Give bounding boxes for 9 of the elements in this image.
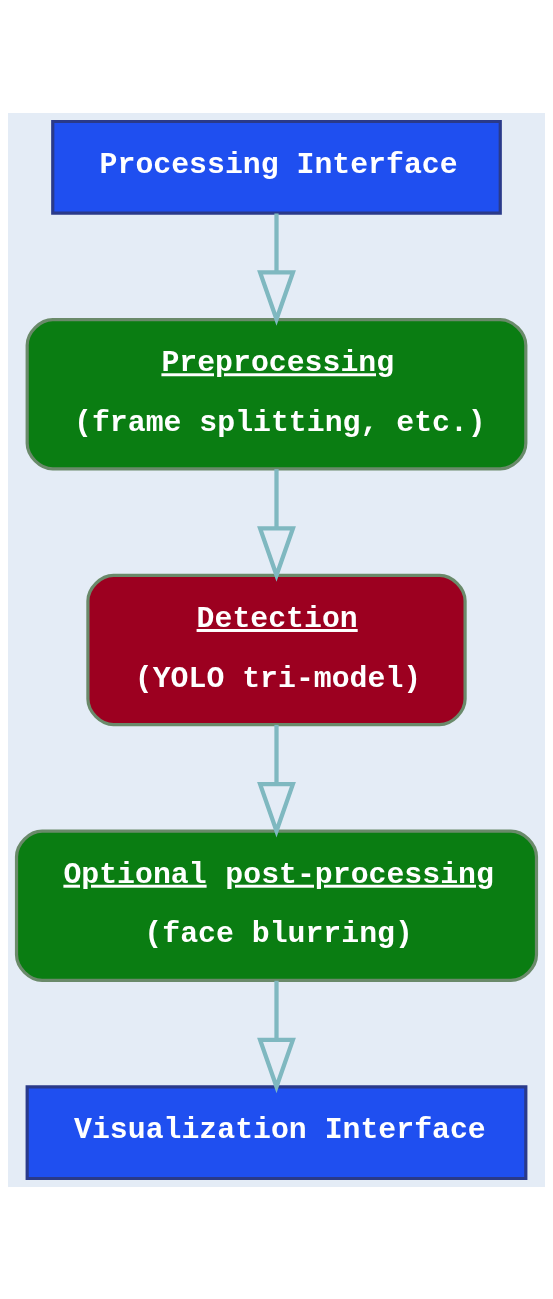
node-box: Visualization Interface — [25, 1084, 528, 1180]
arrow — [257, 212, 296, 326]
arrow — [257, 468, 296, 582]
node-box: Detection (YOLO tri-model) — [86, 573, 467, 726]
node-box: Optional post-processing (face blurring) — [14, 829, 539, 982]
node-box: Preprocessing (frame splitting, etc.) — [25, 317, 528, 470]
arrow — [257, 980, 296, 1093]
node-box: Processing Interface — [51, 119, 502, 215]
arrow — [257, 724, 296, 837]
